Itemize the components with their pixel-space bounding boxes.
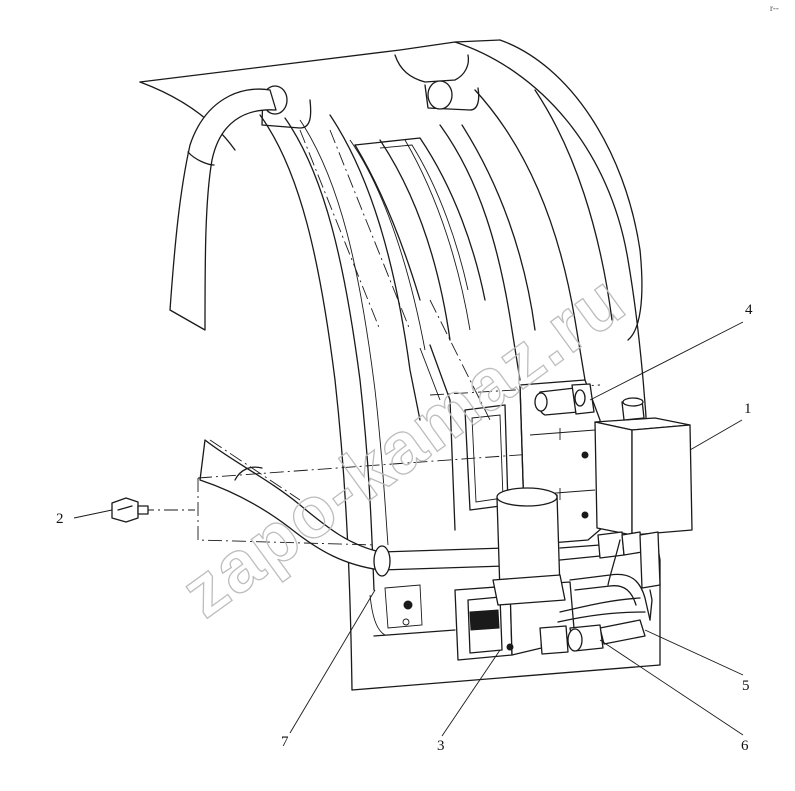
- callout-3: 3: [437, 738, 445, 754]
- corner-mark: r--: [770, 3, 779, 13]
- callout-labels: 1 2 3 4 5 6 7: [56, 302, 753, 754]
- callout-7: 7: [281, 734, 289, 750]
- callout-1: 1: [744, 401, 752, 417]
- callout-4: 4: [745, 302, 753, 318]
- bolt: [111, 497, 149, 523]
- callout-leaders: [73, 321, 744, 737]
- mounting-plate-outline: [140, 129, 601, 546]
- callout-5: 5: [742, 678, 750, 694]
- hose: [169, 88, 277, 331]
- callout-6: 6: [741, 738, 749, 754]
- control-unit-box: [594, 397, 693, 536]
- callout-2: 2: [56, 511, 64, 527]
- valve-assembly: [454, 487, 661, 661]
- mudguard: [139, 39, 661, 691]
